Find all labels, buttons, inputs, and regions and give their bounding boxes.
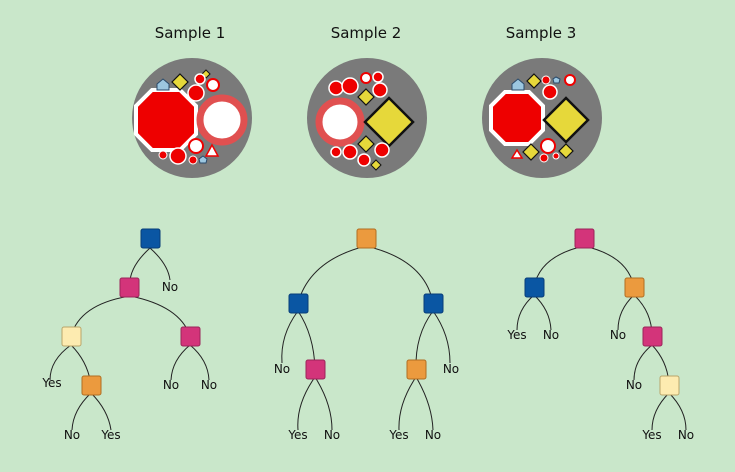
tree-1-node: [81, 375, 102, 396]
tree-2-leaf: No: [274, 362, 290, 376]
tree-3-node: [524, 277, 545, 298]
tree-3-leaf: Yes: [506, 328, 526, 342]
sample-1-disk: [132, 58, 252, 178]
sample-2-title: Sample 2: [330, 24, 402, 42]
tree-3-leaf: No: [678, 428, 694, 442]
tree-edges: [49, 245, 687, 431]
tree-2-leaf: Yes: [388, 428, 408, 442]
sample-3-disk: [482, 58, 602, 178]
tree-2: No Yes No Yes No No: [274, 228, 459, 442]
tree-1-node: [180, 326, 201, 347]
tree-1-leaf: Yes: [100, 428, 120, 442]
tree-2-node: [423, 293, 444, 314]
tree-3-leaf: Yes: [641, 428, 661, 442]
tree-1: No Yes No Yes No No: [41, 228, 217, 442]
tree-3-leaf: No: [543, 328, 559, 342]
tree-2-node: [406, 359, 427, 380]
tree-3-leaf: No: [610, 328, 626, 342]
tree-2-node: [305, 359, 326, 380]
tree-3: Yes No No No Yes No: [506, 228, 694, 442]
tree-1-leaf: No: [163, 378, 179, 392]
tree-3-node: [624, 277, 645, 298]
tree-1-root-node: [140, 228, 161, 249]
tree-2-leaf: No: [324, 428, 340, 442]
tree-3-node: [659, 375, 680, 396]
tree-2-node: [288, 293, 309, 314]
sample-2-disk: [307, 58, 427, 178]
sample-1-title: Sample 1: [154, 24, 226, 42]
tree-1-leaf: No: [162, 280, 178, 294]
tree-1-node: [61, 326, 82, 347]
tree-2-leaf: Yes: [287, 428, 307, 442]
tree-2-root-node: [356, 228, 377, 249]
tree-3-leaf: No: [626, 378, 642, 392]
tree-3-root-node: [574, 228, 595, 249]
tree-1-leaf: No: [201, 378, 217, 392]
tree-1-node: [119, 277, 140, 298]
tree-2-leaf: No: [443, 362, 459, 376]
tree-1-leaf: Yes: [41, 376, 61, 390]
tree-1-leaf: No: [64, 428, 80, 442]
sample-3-title: Sample 3: [505, 24, 577, 42]
tree-2-leaf: No: [425, 428, 441, 442]
tree-3-node: [642, 326, 663, 347]
